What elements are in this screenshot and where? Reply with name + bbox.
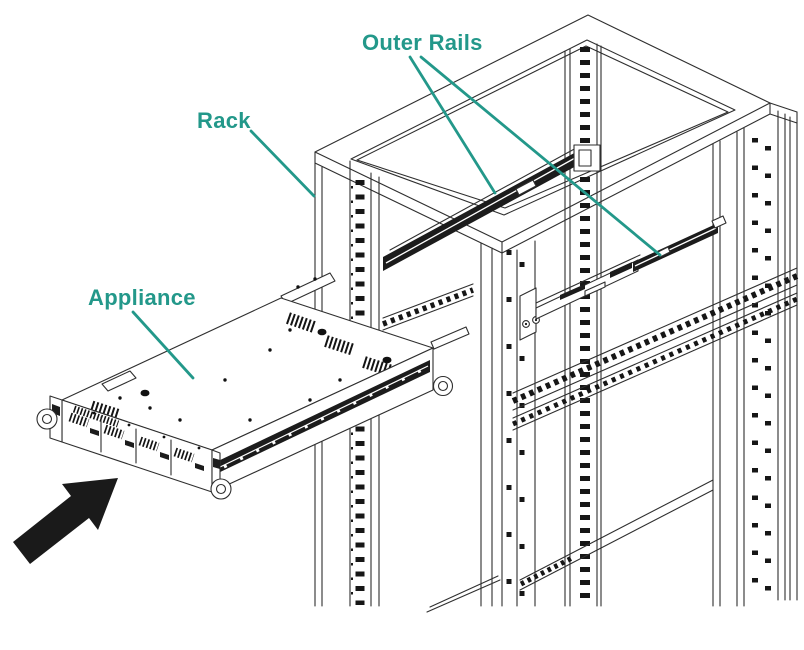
leader-outer-rail-left: [408, 55, 497, 195]
appliance: [36, 272, 470, 500]
leader-outer-rail-right: [419, 55, 662, 257]
drive-bay-2: [103, 423, 134, 448]
appliance-handle-right: [210, 449, 232, 500]
rack-post-front: [480, 240, 536, 607]
rack-post-back: [564, 43, 602, 607]
insertion-arrow-icon: [13, 478, 118, 564]
rack-cross-members: [382, 267, 799, 613]
outer-rail-left: [383, 144, 601, 271]
label-outer-rails: Outer Rails: [362, 30, 483, 55]
outer-rail-right: [519, 215, 727, 341]
rack: [314, 14, 799, 613]
appliance-side-rail: [211, 326, 470, 493]
leader-appliance: [131, 310, 195, 380]
drive-bay-4: [173, 446, 204, 471]
rack-post-right: [712, 110, 798, 607]
label-rack: Rack: [197, 108, 251, 133]
leader-lines: [131, 55, 662, 380]
drive-bay-1: [68, 411, 99, 436]
rack-top-frame: [314, 14, 798, 254]
drive-bay-3: [138, 435, 169, 460]
label-appliance: Appliance: [88, 285, 196, 310]
appliance-handle-left: [36, 395, 63, 443]
appliance-rear-rail-bracket: [280, 272, 336, 305]
leader-rack: [249, 129, 316, 198]
